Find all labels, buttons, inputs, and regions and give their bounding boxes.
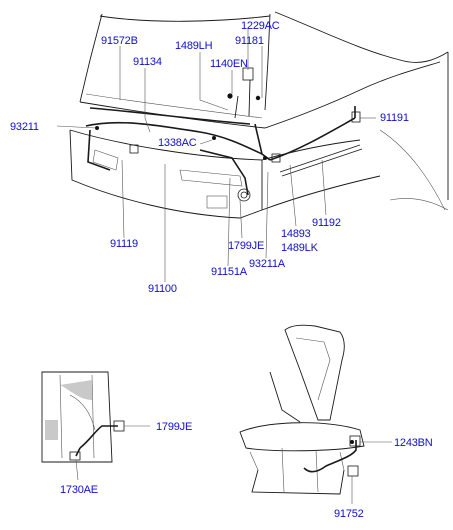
part-label-1799je-door: 1799JE — [156, 421, 193, 433]
part-label-91151a: 91151A — [211, 266, 247, 278]
part-label-14893: 14893 — [281, 228, 311, 240]
part-label-91181: 91181 — [235, 35, 264, 47]
part-label-1243bn: 1243BN — [394, 437, 433, 449]
part-label-1140en: 1140EN — [210, 58, 248, 70]
part-label-93211: 93211 — [10, 121, 39, 133]
part-label-91119: 91119 — [110, 238, 138, 250]
part-label-91572b: 91572B — [101, 35, 138, 47]
part-label-93211a: 93211A — [249, 258, 285, 270]
part-label-91752: 91752 — [334, 508, 364, 520]
part-label-91192: 91192 — [312, 217, 341, 229]
door-panel-drawing — [41, 371, 150, 481]
part-label-1489lk: 1489LK — [281, 242, 318, 254]
leader-lines-top — [56, 28, 376, 282]
seat-drawing — [239, 324, 392, 504]
part-label-1489lh: 1489LH — [175, 40, 213, 52]
part-label-1229ac: 1229AC — [241, 20, 280, 32]
part-label-91191: 91191 — [380, 112, 409, 124]
part-label-1799je-front: 1799JE — [228, 240, 265, 252]
vehicle-front-drawing — [69, 11, 449, 219]
part-label-1338ac: 1338AC — [158, 137, 197, 149]
part-label-91134: 91134 — [133, 56, 162, 68]
part-label-91100: 91100 — [148, 283, 177, 295]
part-label-1730ae: 1730AE — [60, 484, 98, 496]
